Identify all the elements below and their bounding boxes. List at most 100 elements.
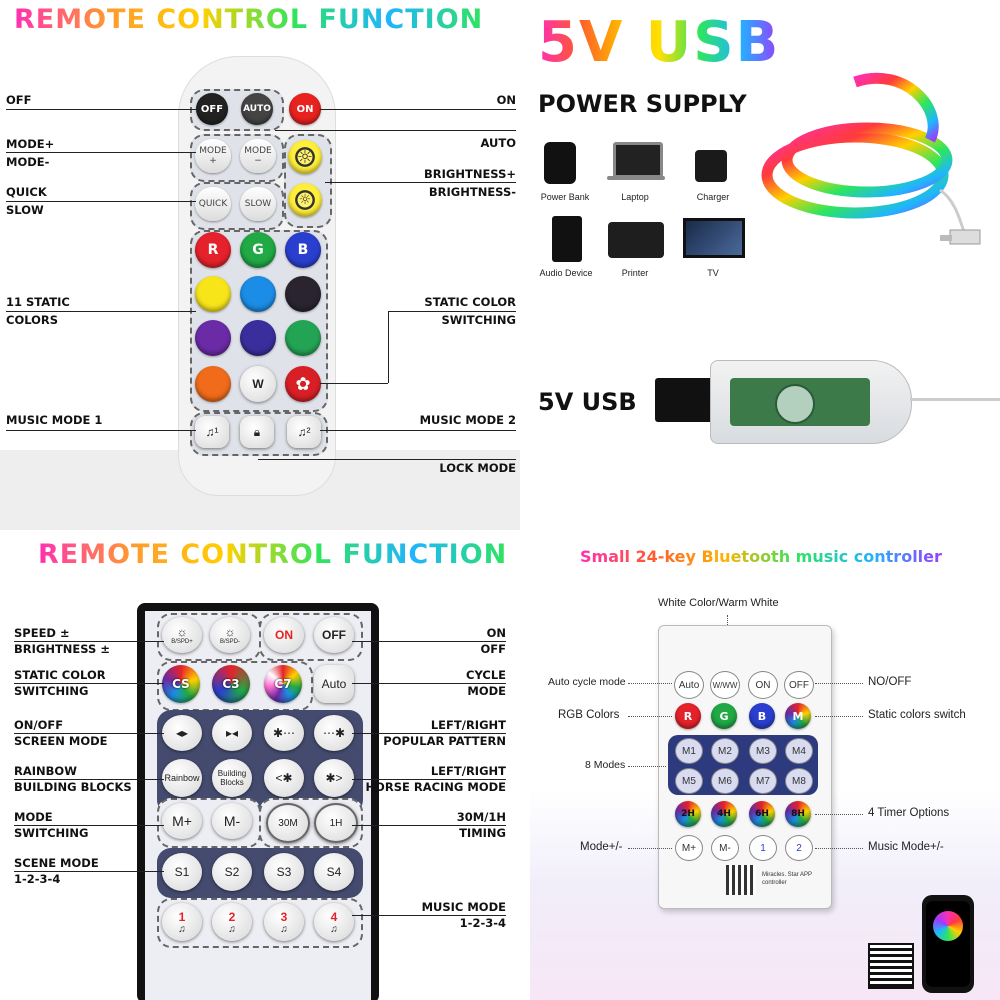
horse-right-icon: ✱> [325,771,343,785]
label-popular-pattern: POPULAR PATTERN [383,734,506,748]
static-color-switch-button[interactable]: ✿ [285,366,321,402]
pattern-right-button[interactable]: ⋯✱ [314,715,354,751]
timer-30m-button[interactable]: 30M [266,803,310,843]
on-button[interactable]: ON [264,617,304,653]
horse-left-button[interactable]: <✱ [264,759,304,797]
music-3-button[interactable]: 3♫ [264,903,304,941]
panel-title: Small 24-key Bluetooth music controller [580,547,942,566]
color-dark-button[interactable] [285,276,321,312]
color-cyan-button[interactable] [240,276,276,312]
timer-8h-button[interactable]: 8H [785,801,811,827]
c3-button[interactable]: C3 [212,665,250,703]
horse-right-button[interactable]: ✱> [314,759,354,797]
leader-line [352,825,506,826]
timer-1h-button[interactable]: 1H [314,803,358,843]
off-button[interactable]: OFF [314,617,354,653]
speed-plus-button[interactable]: ☼B/SPD+ [162,617,202,653]
brightness-minus-button[interactable]: ☼ [288,183,322,217]
music-2-button[interactable]: 2♫ [212,903,252,941]
auto-button[interactable]: Auto [674,671,704,699]
timer-4h-button[interactable]: 4H [711,801,737,827]
mode-6-button[interactable]: M6 [711,768,739,794]
leader-line [275,130,516,131]
scene-2-button[interactable]: S2 [212,853,252,891]
mode-minus-button[interactable]: MODE − [240,139,276,173]
color-m-button[interactable]: M [785,703,811,729]
mode-minus-button[interactable]: M- [212,803,252,839]
rings-icon: ✿ [295,373,311,395]
mode-8-button[interactable]: M8 [785,768,813,794]
music-4-button[interactable]: 4♫ [314,903,354,941]
mode-4-button[interactable]: M4 [785,738,813,764]
color-g-button[interactable]: G [711,703,737,729]
cable [910,398,1000,401]
label-lock-mode: LOCK MODE [439,461,516,475]
color-yellow-button[interactable] [195,276,231,312]
ww-button[interactable]: W/WW [710,671,740,699]
color-purple-button[interactable] [195,320,231,356]
lock-button[interactable]: 🔒︎ [240,416,274,448]
quick-button[interactable]: QUICK [195,187,231,221]
mode-3-button[interactable]: M3 [749,738,777,764]
music-mode-2-button[interactable]: ♫² [287,416,321,448]
device-label: Laptop [621,192,649,202]
music-mode-1-button[interactable]: ♫¹ [195,416,229,448]
building-blocks-button[interactable]: Building Blocks [212,759,252,797]
auto-button[interactable]: AUTO [241,93,273,125]
color-green-button[interactable] [285,320,321,356]
timer-2h-button[interactable]: 2H [675,801,701,827]
color-b-button[interactable]: B [285,232,321,268]
label-mode-switching: SWITCHING [14,826,89,840]
mode-5-button[interactable]: M5 [675,768,703,794]
color-orange-button[interactable] [195,366,231,402]
color-b-button[interactable]: B [749,703,775,729]
slow-button[interactable]: SLOW [240,187,276,221]
music-1-button[interactable]: 1♫ [162,903,202,941]
color-indigo-button[interactable] [240,320,276,356]
mode-plus-button[interactable]: MODE + [195,139,231,173]
screen-left-button[interactable]: ◂▸ [162,715,202,751]
scene-1-button[interactable]: S1 [162,853,202,891]
led-strip-image [761,72,981,245]
mode-7-button[interactable]: M7 [749,768,777,794]
leader-line [325,182,516,183]
on-button[interactable]: ON [289,93,321,125]
device-label: Power Bank [540,192,590,202]
rainbow-button[interactable]: Rainbow [162,759,202,797]
mode-plus-button[interactable]: M+ [162,803,202,839]
screen-right-button[interactable]: ▸◂ [212,715,252,751]
leader-line [6,430,196,431]
mode-minus-button[interactable]: M- [711,835,739,861]
timer-6h-button[interactable]: 6H [749,801,775,827]
speed-minus-button[interactable]: ☼B/SPD- [210,617,250,653]
c7-button[interactable]: C7 [264,665,302,703]
pattern-left-button[interactable]: ✱⋯ [264,715,304,751]
off-button[interactable]: OFF [784,671,814,699]
color-white-button[interactable]: W [240,366,276,402]
color-g-button[interactable]: G [240,232,276,268]
color-r-button[interactable]: R [195,232,231,268]
music-2-button[interactable]: 2 [785,835,813,861]
qr-code-large-icon [868,943,914,989]
brightness-plus-button[interactable]: ☼ [288,140,322,174]
label-11-static: 11 STATIC [6,295,70,309]
label-no-off: NO/OFF [868,676,912,688]
music-1-button[interactable]: 1 [749,835,777,861]
cs-button[interactable]: CS [162,665,200,703]
auto-button[interactable]: Auto [314,665,354,703]
device-label: TV [707,268,719,278]
mode-plus-button[interactable]: M+ [675,835,703,861]
mode-1-button[interactable]: M1 [675,738,703,764]
on-button[interactable]: ON [748,671,778,699]
mode-2-button[interactable]: M2 [711,738,739,764]
scene-4-button[interactable]: S4 [314,853,354,891]
label-rgb-colors: RGB Colors [558,709,620,721]
off-button[interactable]: OFF [196,93,228,125]
music-note-icon: ♫ [178,923,186,935]
sun-icon: ☼ [296,146,314,168]
label-off: OFF [480,642,507,656]
scene-3-button[interactable]: S3 [264,853,304,891]
label-on-off: ON/OFF [14,718,64,732]
audio-device-icon [552,216,582,262]
color-r-button[interactable]: R [675,703,701,729]
